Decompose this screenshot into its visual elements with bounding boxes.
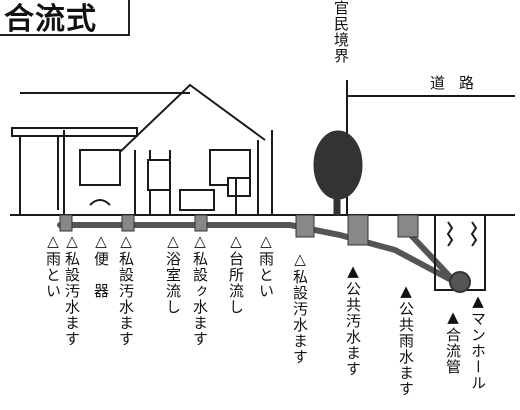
label-public-rain-basin: ▲公共雨水ます [397,282,415,397]
fixtures [63,130,251,215]
label-public-sewage-basin: ▲公共汚水ます [344,262,362,377]
road-label: 道路 [430,74,489,92]
label-rain-gutter-2: △雨とい [257,232,275,299]
boundary-label: 官民境界 [332,0,350,64]
label-toilet: △便 器 [92,232,110,299]
title-box: 合流式 [0,0,130,37]
label-bathroom-drain: △浴室流し [164,232,182,315]
inspection-chambers [59,214,419,246]
label-combined-pipe: ▲合流管 [444,308,462,375]
label-rain-gutter-1: △雨とい [44,232,62,299]
label-private-sewage-basin-1: △私設汚水ます [63,232,81,347]
label-private-sewage-basin-2: △私設汚水ます [117,232,135,347]
label-kitchen-sink: △台所流し [227,232,245,315]
tree [313,130,363,216]
label-private-sewage-basin-3: △私設汚水ます [291,250,309,365]
house [11,83,273,215]
page-title: 合流式 [4,2,97,37]
manhole [434,215,486,293]
label-private-basin: △私設ㇰ水ます [191,232,209,347]
label-manhole: ▲マンホール [469,292,487,391]
